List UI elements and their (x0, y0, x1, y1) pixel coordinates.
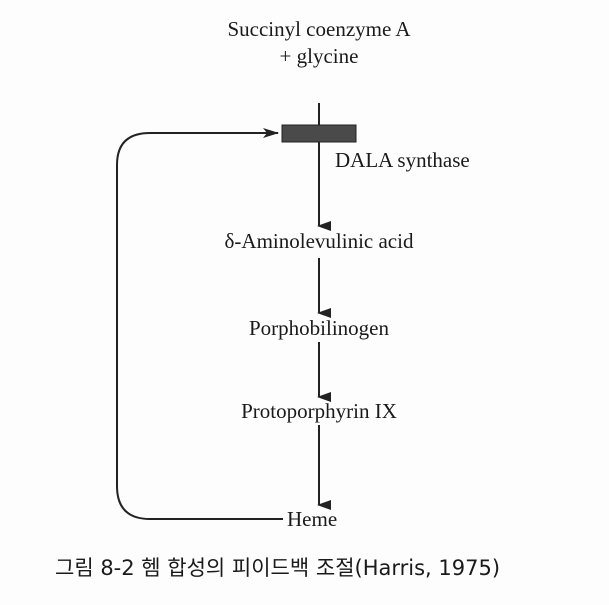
substrate-label: Succinyl coenzyme A (227, 17, 411, 41)
step-porphobilinogen: Porphobilinogen (249, 316, 389, 340)
feedback-arrow (116, 128, 283, 520)
glycine-label: + glycine (279, 44, 359, 68)
step-ala: δ-Aminolevulinic acid (224, 229, 414, 253)
enzyme-label: DALA synthase (335, 148, 470, 172)
inhibition-bar (281, 124, 357, 143)
figure-caption: 그림 8-2 헴 합성의 피이드백 조절(Harris, 1975) (55, 556, 501, 580)
step-protoporphyrin: Protoporphyrin IX (241, 399, 397, 423)
step-heme: Heme (287, 507, 338, 531)
